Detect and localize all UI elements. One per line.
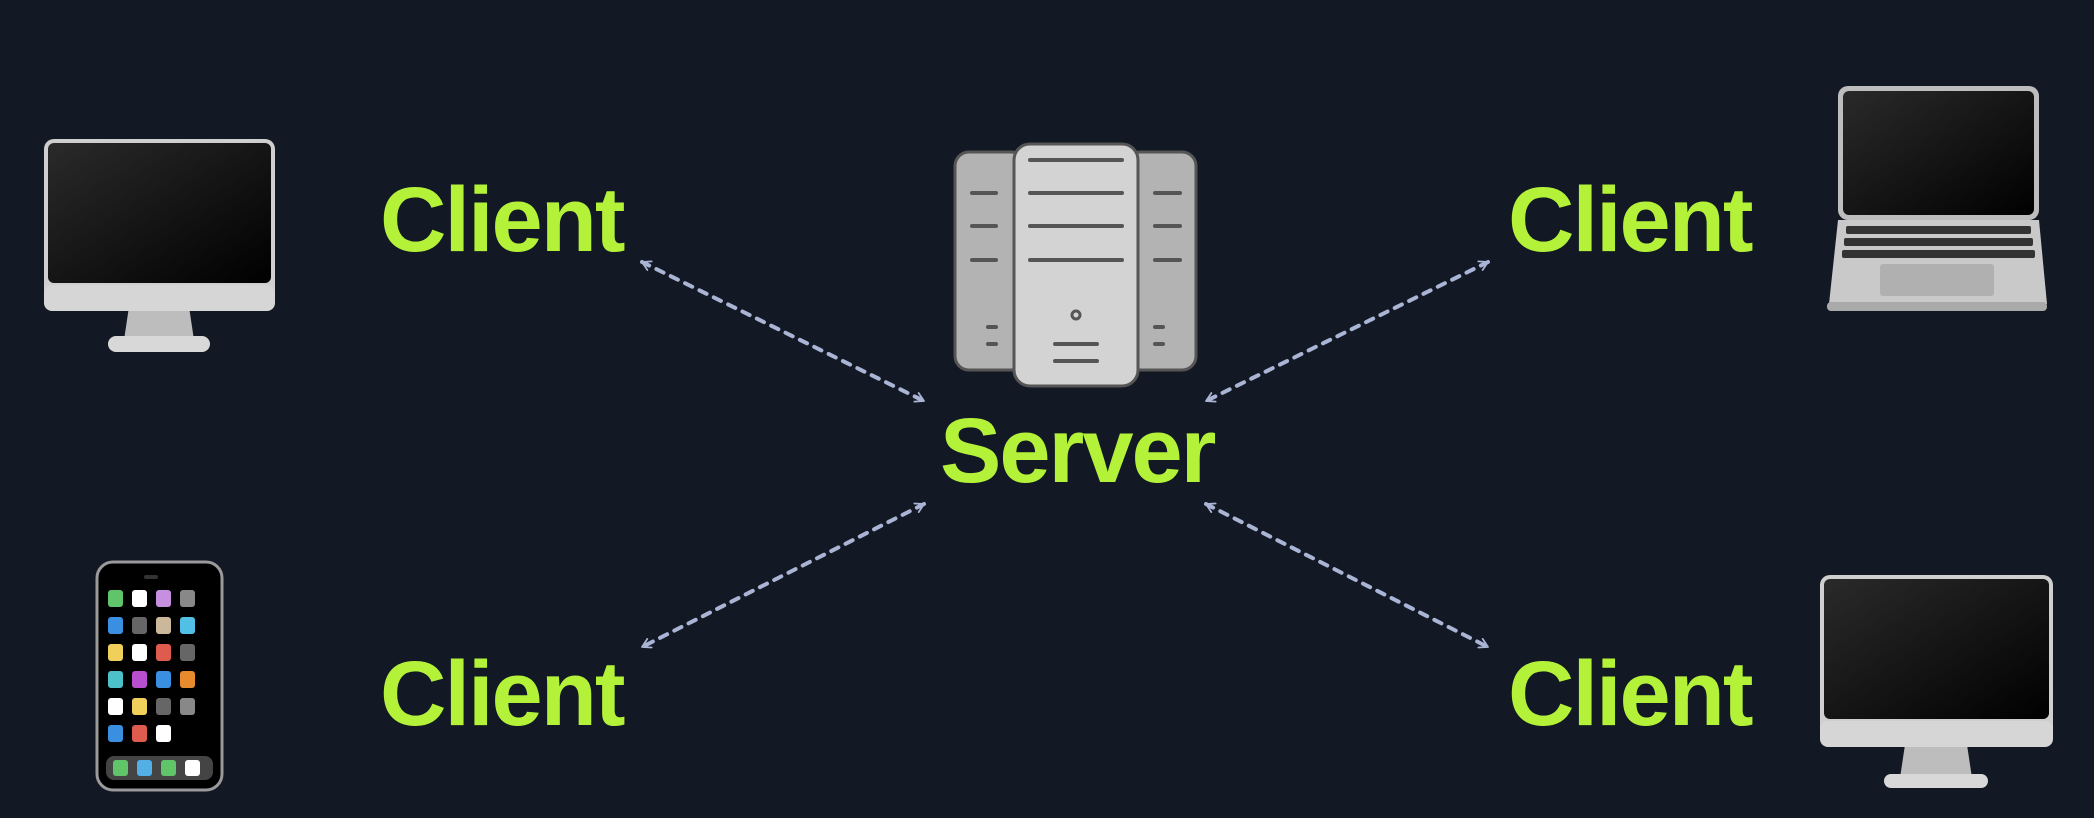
client-label-top-left: Client bbox=[380, 169, 626, 271]
app-tile bbox=[156, 590, 171, 607]
app-tile bbox=[156, 644, 171, 661]
client-label-top-right: Client bbox=[1508, 169, 1754, 271]
dock-app-tile bbox=[161, 760, 176, 776]
dock-app-tile bbox=[137, 760, 152, 776]
app-tile bbox=[156, 725, 171, 742]
app-tile bbox=[180, 644, 195, 661]
app-tile bbox=[108, 644, 123, 661]
app-tile bbox=[180, 590, 195, 607]
app-tile bbox=[180, 617, 195, 634]
client-label-bottom-right: Client bbox=[1508, 643, 1754, 745]
app-tile bbox=[180, 698, 195, 715]
arrow-client-br-server bbox=[1204, 502, 1490, 649]
server-label: Server bbox=[940, 400, 1216, 502]
laptop-icon bbox=[1827, 86, 2047, 311]
app-tile bbox=[180, 671, 195, 688]
arrow-client-tl-server bbox=[640, 260, 926, 403]
app-tile bbox=[108, 671, 123, 688]
app-tile bbox=[108, 617, 123, 634]
app-tile bbox=[132, 671, 147, 688]
server-icon bbox=[953, 142, 1198, 388]
app-tile bbox=[156, 671, 171, 688]
desktop-icon bbox=[1820, 575, 2053, 788]
app-tile bbox=[132, 590, 147, 607]
app-tile bbox=[132, 644, 147, 661]
arrow-client-bl-server bbox=[640, 502, 926, 649]
app-tile bbox=[156, 617, 171, 634]
app-tile bbox=[132, 617, 147, 634]
app-tile bbox=[108, 590, 123, 607]
arrow-client-tr-server bbox=[1204, 260, 1490, 403]
dock-app-tile bbox=[185, 760, 200, 776]
dock-app-tile bbox=[113, 760, 128, 776]
app-tile bbox=[108, 698, 123, 715]
app-tile bbox=[108, 725, 123, 742]
phone-icon bbox=[95, 560, 224, 792]
desktop-icon bbox=[44, 139, 275, 352]
app-tile bbox=[156, 698, 171, 715]
app-tile bbox=[132, 725, 147, 742]
app-tile bbox=[132, 698, 147, 715]
client-label-bottom-left: Client bbox=[380, 643, 626, 745]
